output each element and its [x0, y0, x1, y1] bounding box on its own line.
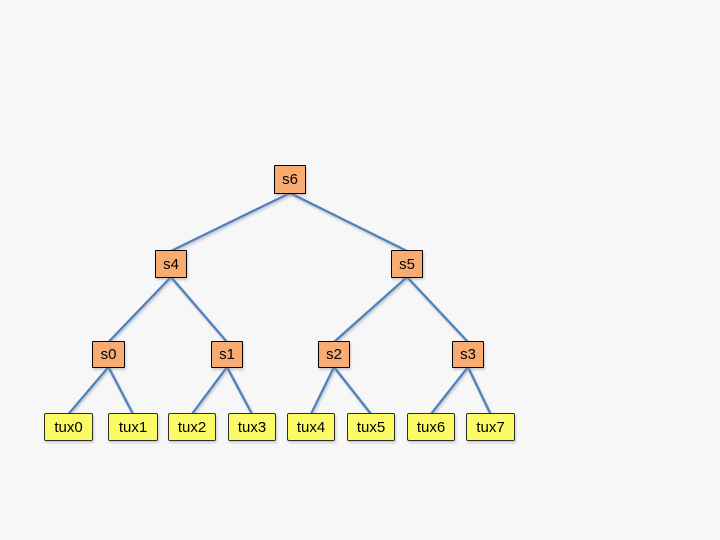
- node-s4: s4: [155, 250, 187, 278]
- edge-s0-tux0: [67, 365, 110, 416]
- edge-s1-tux3: [225, 365, 254, 416]
- node-tux5: tux5: [347, 413, 395, 441]
- node-s0: s0: [92, 341, 125, 368]
- node-tux2: tux2: [168, 413, 216, 441]
- node-s6: s6: [274, 165, 306, 194]
- edge-s4-s1: [169, 275, 229, 344]
- edge-s5-s3: [405, 275, 470, 344]
- node-s5: s5: [391, 250, 423, 278]
- edge-s2-tux5: [332, 365, 373, 416]
- node-s1: s1: [211, 341, 243, 368]
- node-tux3: tux3: [228, 413, 276, 441]
- edge-s3-tux6: [429, 365, 470, 416]
- node-s2: s2: [318, 341, 350, 368]
- node-s3: s3: [452, 341, 484, 368]
- edge-s1-tux2: [190, 365, 229, 416]
- edge-s2-tux4: [309, 365, 336, 416]
- node-tux0: tux0: [44, 413, 93, 441]
- node-tux1: tux1: [108, 413, 158, 441]
- edge-s4-s0: [107, 275, 173, 344]
- edge-s0-tux1: [107, 365, 135, 416]
- edge-s3-tux7: [466, 365, 492, 416]
- edge-s6-s4: [169, 191, 292, 253]
- edge-s6-s5: [288, 191, 409, 253]
- node-tux6: tux6: [407, 413, 455, 441]
- node-tux4: tux4: [287, 413, 335, 441]
- node-tux7: tux7: [466, 413, 515, 441]
- edge-s5-s2: [332, 275, 409, 344]
